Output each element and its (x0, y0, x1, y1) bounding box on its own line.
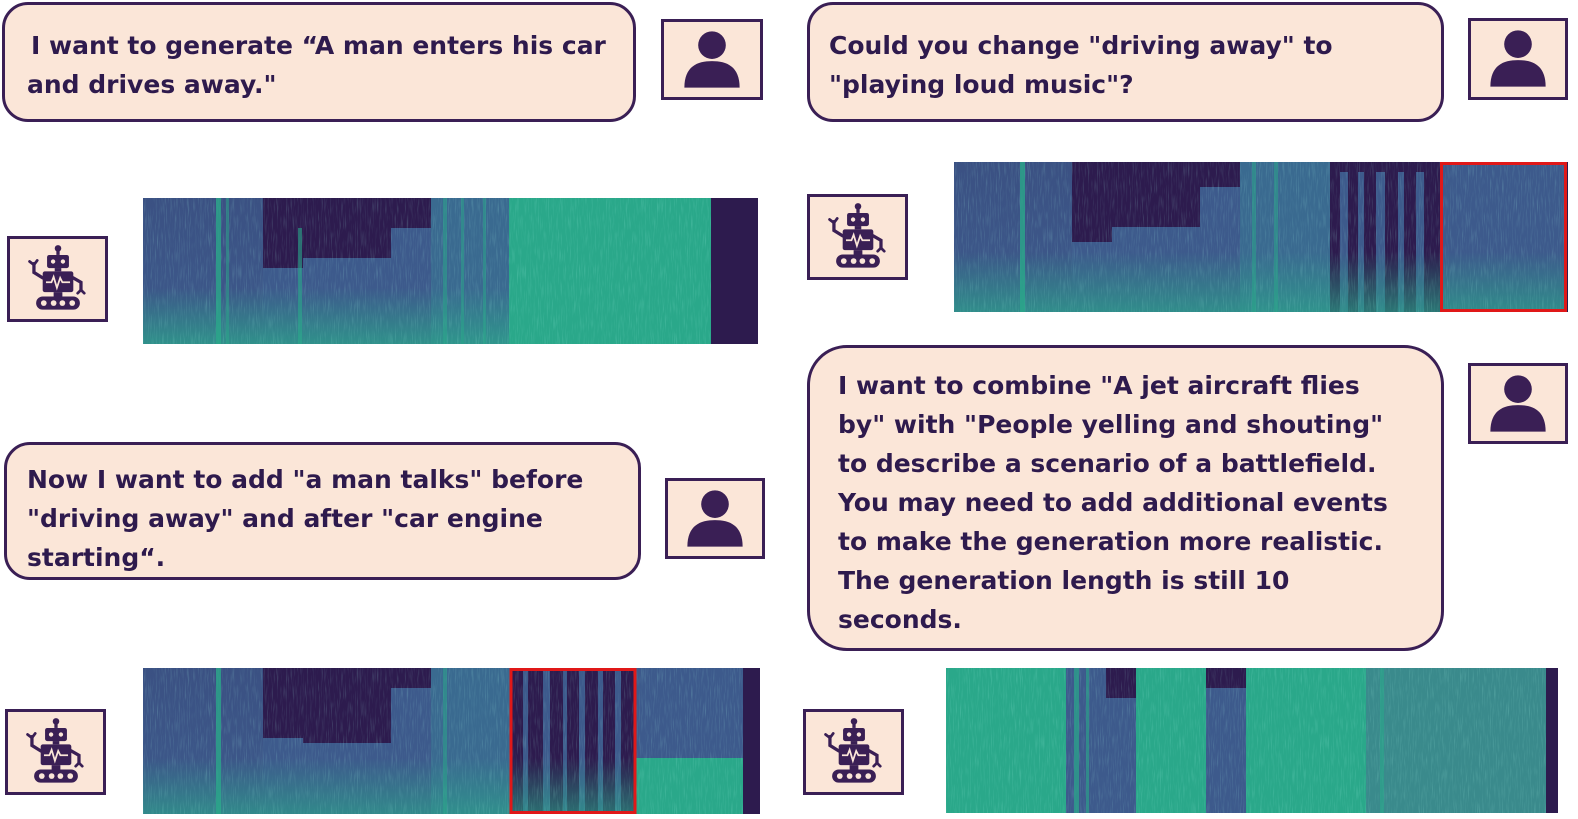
spectrogram-output-1 (143, 198, 758, 344)
highlight-box (1440, 162, 1567, 312)
spectrogram-output-3 (143, 668, 760, 814)
message-line: and drives away." (27, 70, 277, 99)
message-line: Now I want to add "a man talks" before (27, 465, 584, 494)
user-message-4: I want to combine "A jet aircraft flies … (807, 345, 1444, 651)
message-line: to make the generation more realistic. (838, 527, 1383, 556)
user-message-1: I want to generate “A man enters his car… (2, 2, 636, 122)
user-avatar (1468, 18, 1568, 100)
assistant-avatar (5, 709, 106, 795)
message-line: "playing loud music"? (829, 70, 1134, 99)
user-avatar (1468, 363, 1568, 444)
user-avatar (665, 478, 765, 559)
message-line: I want to generate “A man enters his car (31, 31, 606, 60)
robot-icon (819, 717, 889, 787)
spectrogram-output-4 (946, 668, 1558, 813)
user-message-3: Now I want to add "a man talks" before "… (4, 442, 641, 580)
person-icon (1484, 25, 1552, 93)
message-line: The generation length is still 10 (838, 566, 1290, 595)
message-line: seconds. (838, 605, 962, 634)
message-line: by" with "People yelling and shouting" (838, 410, 1384, 439)
message-line: I want to combine "A jet aircraft flies (838, 371, 1360, 400)
message-line: starting“. (27, 543, 166, 572)
spectrogram-output-2 (954, 162, 1568, 312)
assistant-avatar (7, 236, 108, 322)
message-line: You may need to add additional events (838, 488, 1388, 517)
user-message-2: Could you change "driving away" to "play… (807, 2, 1444, 122)
person-icon (678, 26, 746, 94)
message-line: Could you change "driving away" to (829, 31, 1333, 60)
robot-icon (23, 244, 93, 314)
message-line: to describe a scenario of a battlefield. (838, 449, 1377, 478)
message-line: "driving away" and after "car engine (27, 504, 543, 533)
person-icon (1484, 370, 1552, 438)
assistant-avatar (807, 194, 908, 280)
highlight-box (509, 668, 637, 814)
robot-icon (21, 717, 91, 787)
person-icon (681, 485, 749, 553)
user-avatar (661, 19, 763, 100)
robot-icon (823, 202, 893, 272)
assistant-avatar (803, 709, 904, 795)
